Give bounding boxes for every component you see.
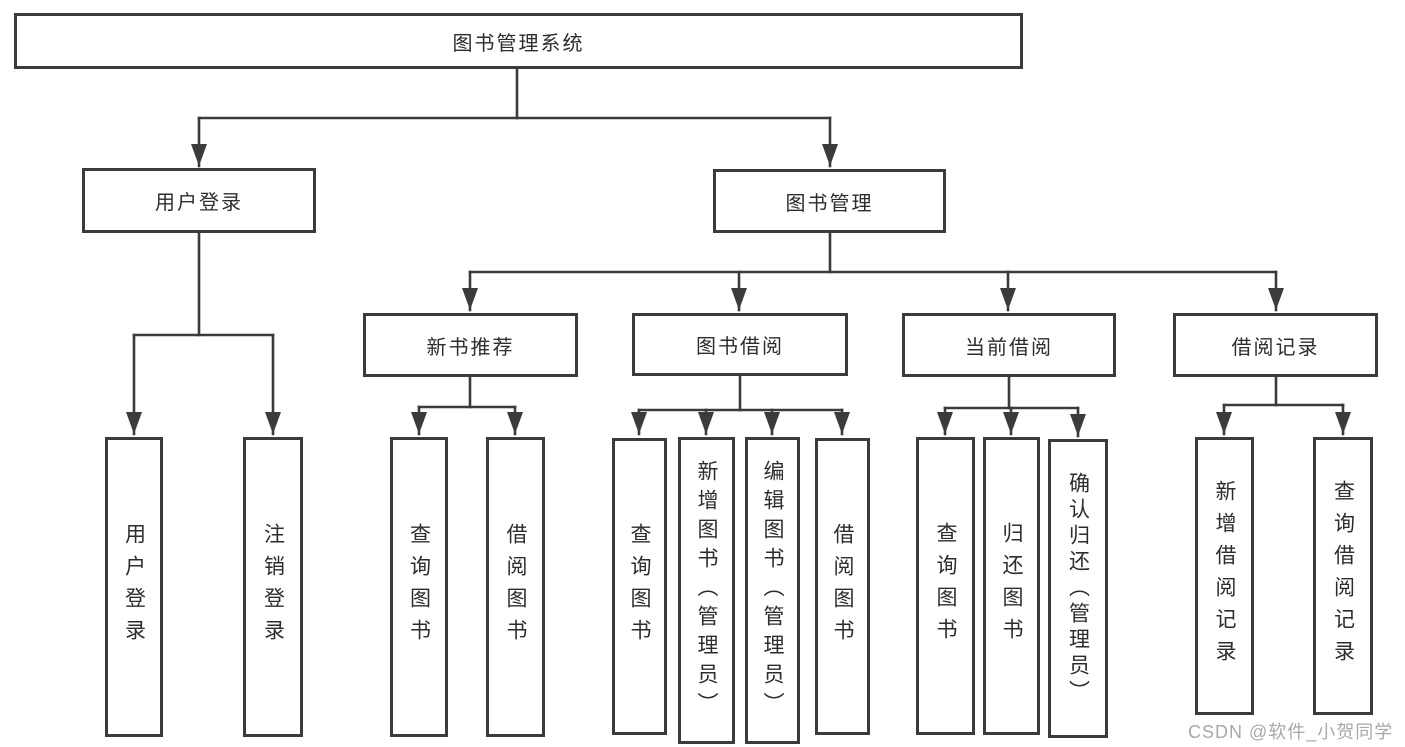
node-new-book-recommend-label: 新书推荐	[426, 336, 515, 359]
node-borrow-records: 借阅记录	[1173, 313, 1378, 377]
leaf-user-login: 用户登录	[105, 437, 163, 737]
leaf-borrow-add-book-admin-label: 新增图书（管理员）	[695, 460, 718, 721]
leaf-records-add-record: 新增借阅记录	[1195, 437, 1254, 715]
leaf-borrow-borrow-book-label: 借阅图书	[831, 522, 854, 651]
leaf-records-add-record-label: 新增借阅记录	[1213, 480, 1236, 672]
leaf-current-return-book: 归还图书	[983, 437, 1040, 735]
node-library-system: 图书管理系统	[14, 13, 1023, 69]
leaf-newbook-query-book-label: 查询图书	[407, 523, 431, 651]
leaf-current-query-book-label: 查询图书	[934, 522, 957, 650]
leaf-current-query-book: 查询图书	[916, 437, 975, 735]
node-user-login: 用户登录	[82, 168, 316, 233]
node-book-management-label: 图书管理	[785, 192, 874, 215]
leaf-borrow-query-book: 查询图书	[612, 438, 667, 735]
leaf-borrow-query-book-label: 查询图书	[628, 522, 651, 651]
node-book-borrow: 图书借阅	[632, 313, 848, 376]
node-book-management: 图书管理	[713, 169, 946, 233]
node-user-login-label: 用户登录	[155, 192, 243, 214]
leaf-current-confirm-return-admin-label: 确认归还（管理员）	[1066, 471, 1090, 706]
node-book-borrow-label: 图书借阅	[696, 336, 784, 358]
leaf-borrow-borrow-book: 借阅图书	[815, 438, 870, 735]
leaf-borrow-edit-book-admin-label: 编辑图书（管理员）	[761, 460, 784, 721]
leaf-logout-label: 注销登录	[261, 523, 285, 651]
leaf-borrow-add-book-admin: 新增图书（管理员）	[678, 437, 735, 744]
leaf-current-confirm-return-admin: 确认归还（管理员）	[1048, 439, 1108, 738]
leaf-newbook-borrow-book: 借阅图书	[486, 437, 545, 737]
leaf-borrow-edit-book-admin: 编辑图书（管理员）	[745, 437, 800, 744]
leaf-user-login-label: 用户登录	[122, 523, 146, 651]
node-current-borrow-label: 当前借阅	[965, 336, 1053, 359]
leaf-records-query-record-label: 查询借阅记录	[1331, 480, 1355, 672]
node-borrow-records-label: 借阅记录	[1231, 336, 1320, 359]
node-current-borrow: 当前借阅	[902, 313, 1116, 377]
node-library-system-label: 图书管理系统	[452, 32, 585, 55]
csdn-watermark: CSDN @软件_小贺同学	[1188, 722, 1394, 742]
node-new-book-recommend: 新书推荐	[363, 313, 578, 377]
leaf-newbook-query-book: 查询图书	[390, 437, 448, 737]
leaf-newbook-borrow-book-label: 借阅图书	[504, 523, 527, 651]
leaf-logout: 注销登录	[243, 437, 303, 737]
leaf-records-query-record: 查询借阅记录	[1313, 437, 1373, 715]
leaf-current-return-book-label: 归还图书	[1000, 522, 1023, 650]
